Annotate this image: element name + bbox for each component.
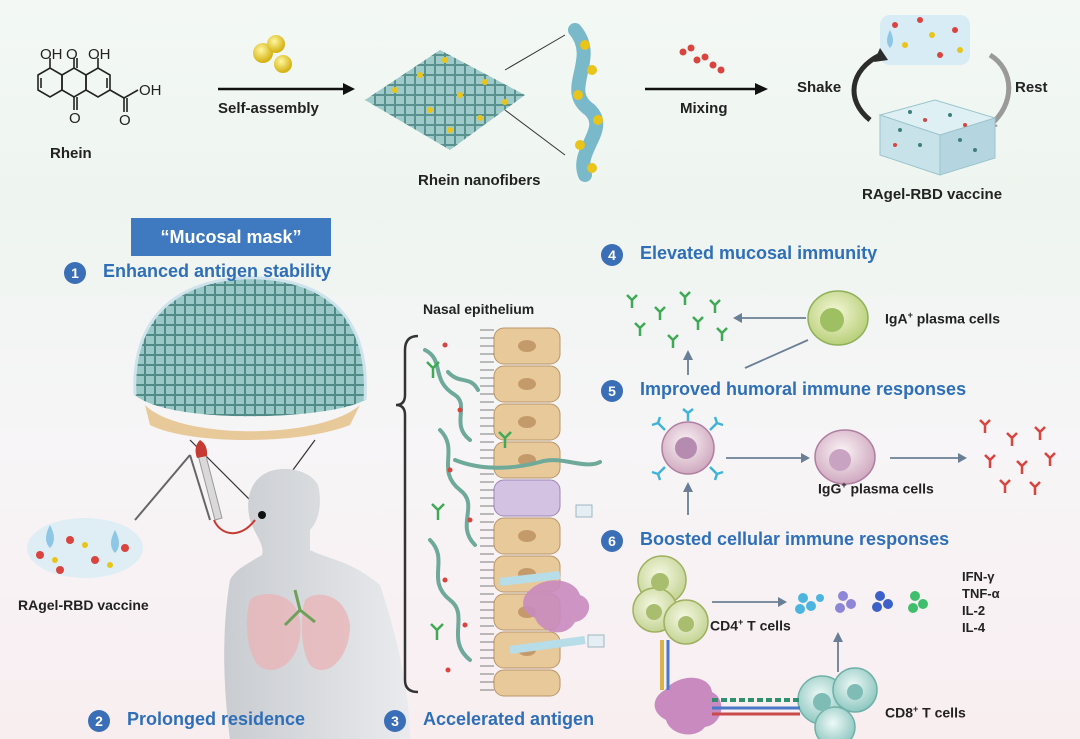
step4-arrows (683, 313, 809, 375)
cd8-label: CD8+ T cells (885, 704, 966, 721)
step4-title: Elevated mucosal immunity (640, 243, 878, 263)
mucosal-mask-title: “Mucosal mask” (131, 218, 331, 256)
step5-arrows (683, 453, 967, 515)
cytokine-item: IL-4 (962, 620, 986, 635)
dendritic-cell-mid (499, 504, 605, 654)
cd4-label: CD4+ T cells (710, 617, 791, 634)
cytokine-list: IFN-γ TNF-α IL-2 IL-4 (962, 568, 1000, 636)
step1-badge: 1 (64, 262, 86, 284)
oh-label-2: OH (88, 46, 111, 63)
ragel-gel-block (878, 99, 997, 176)
step5-title: Improved humoral immune responses (640, 379, 967, 399)
step3-badge: 3 (384, 710, 406, 732)
epithelium-brace (395, 334, 419, 694)
cytokine-clusters (795, 591, 928, 614)
mixing-arrow (645, 83, 768, 95)
o-label-3: O (119, 112, 131, 129)
nasal-dropper (134, 440, 256, 535)
ragel-vaccine-top-label: RAgel-RBD vaccine (862, 186, 1003, 203)
dendritic-cell-bottom (654, 640, 800, 735)
oh-label-1: OH (40, 46, 63, 63)
iga-antibodies (626, 291, 728, 348)
cytokine-item: IFN-γ (962, 569, 995, 584)
ragel-flask-top (880, 15, 970, 65)
cd8-arrow (833, 632, 843, 672)
nasal-epithelium-label: Nasal epithelium (423, 301, 535, 317)
step2-title: Prolonged residence (127, 709, 306, 729)
o-label-1: O (66, 46, 78, 63)
oh-label-3: OH (139, 82, 162, 99)
rhein-structure (37, 58, 139, 112)
step5-badge: 5 (601, 380, 623, 402)
single-nanofiber (568, 23, 604, 182)
step3-title: Accelerated antigen (423, 709, 595, 729)
o-label-2: O (69, 110, 81, 127)
step1-title: Enhanced antigen stability (103, 261, 332, 281)
cytokine-item: TNF-α (962, 586, 1000, 601)
nanofiber-mesh (365, 50, 525, 150)
iga-plasma-label: IgA+ plasma cells (885, 310, 1000, 327)
igg-antibodies (979, 419, 1056, 495)
ragel-vaccine-cluster (27, 518, 143, 578)
cd4-arrow (712, 597, 787, 607)
mixing-label: Mixing (680, 100, 728, 117)
self-assembly-label: Self-assembly (218, 100, 319, 117)
human-head-torso (224, 468, 410, 739)
mucus-fibers (423, 348, 602, 662)
mucosal-mask-dome (133, 276, 367, 440)
shake-label: Shake (797, 79, 842, 96)
shake-arrow (851, 48, 888, 122)
step6-badge: 6 (601, 530, 623, 552)
rhein-label: Rhein (50, 145, 92, 162)
cilia-layer (480, 329, 494, 691)
cd4-t-cells (632, 555, 709, 645)
step6-title: Boosted cellular immune responses (640, 529, 950, 549)
b-cell-with-antibodies (651, 408, 724, 481)
rbd-particles (679, 44, 725, 74)
igg-plasma-label: IgG+ plasma cells (818, 480, 934, 497)
yellow-nanoparticles (253, 35, 292, 73)
red-antigen-dots (442, 342, 473, 673)
cytokine-item: IL-2 (962, 603, 986, 618)
step2-badge: 2 (88, 710, 110, 732)
nanofibers-label: Rhein nanofibers (418, 172, 541, 189)
green-antibodies-mucus (426, 361, 512, 640)
ragel-vaccine-label: RAgel-RBD vaccine (18, 597, 149, 613)
cd8-t-cells (797, 667, 878, 739)
zoom-lines-top (504, 34, 566, 156)
self-assembly-arrow (218, 83, 355, 95)
step4-badge: 4 (601, 244, 623, 266)
iga-plasma-cell (807, 290, 869, 346)
igg-plasma-cell (814, 429, 876, 485)
rest-label: Rest (1015, 79, 1048, 96)
